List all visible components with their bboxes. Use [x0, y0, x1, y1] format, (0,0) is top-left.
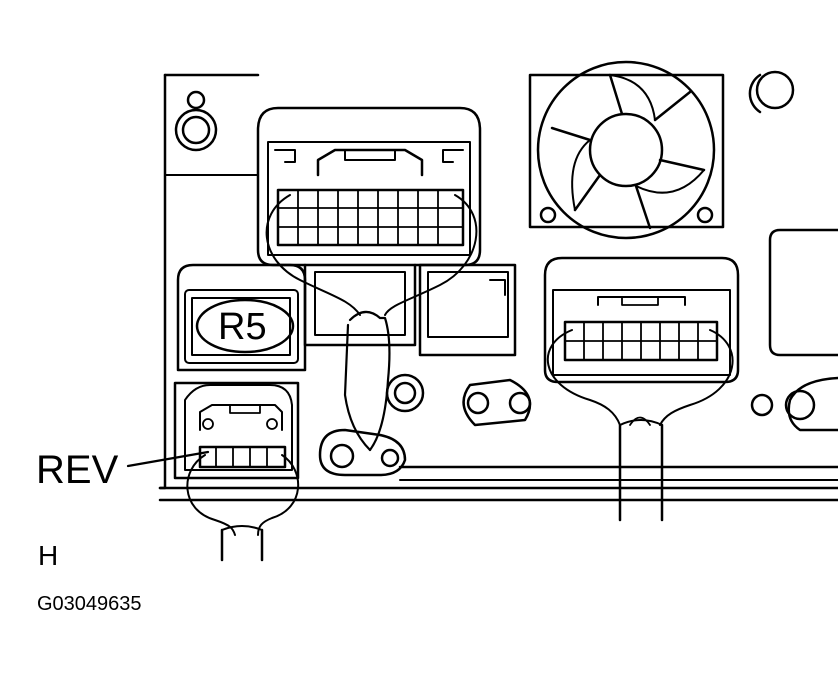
connector-rev	[173, 381, 300, 562]
clamp-bracket	[318, 428, 407, 477]
figure-id: G03049635	[37, 593, 142, 615]
connector-top-center	[256, 106, 482, 316]
unit-housing	[158, 73, 838, 502]
cooling-fan	[528, 60, 725, 240]
connector-r5-label: R5	[218, 306, 267, 348]
mount-holes-upper-left	[174, 90, 218, 152]
mount-hole-upper-right	[748, 70, 795, 114]
rev-leader-line	[126, 450, 210, 468]
sockets-middle	[303, 263, 517, 357]
wire-bundle-center	[343, 310, 425, 452]
connector-right	[543, 256, 740, 522]
bracket-center	[462, 378, 532, 427]
view-letter: H	[38, 540, 59, 571]
connector-r5	[176, 263, 307, 372]
mount-right-edge	[750, 376, 838, 432]
rev-callout-label: REV	[36, 448, 119, 492]
